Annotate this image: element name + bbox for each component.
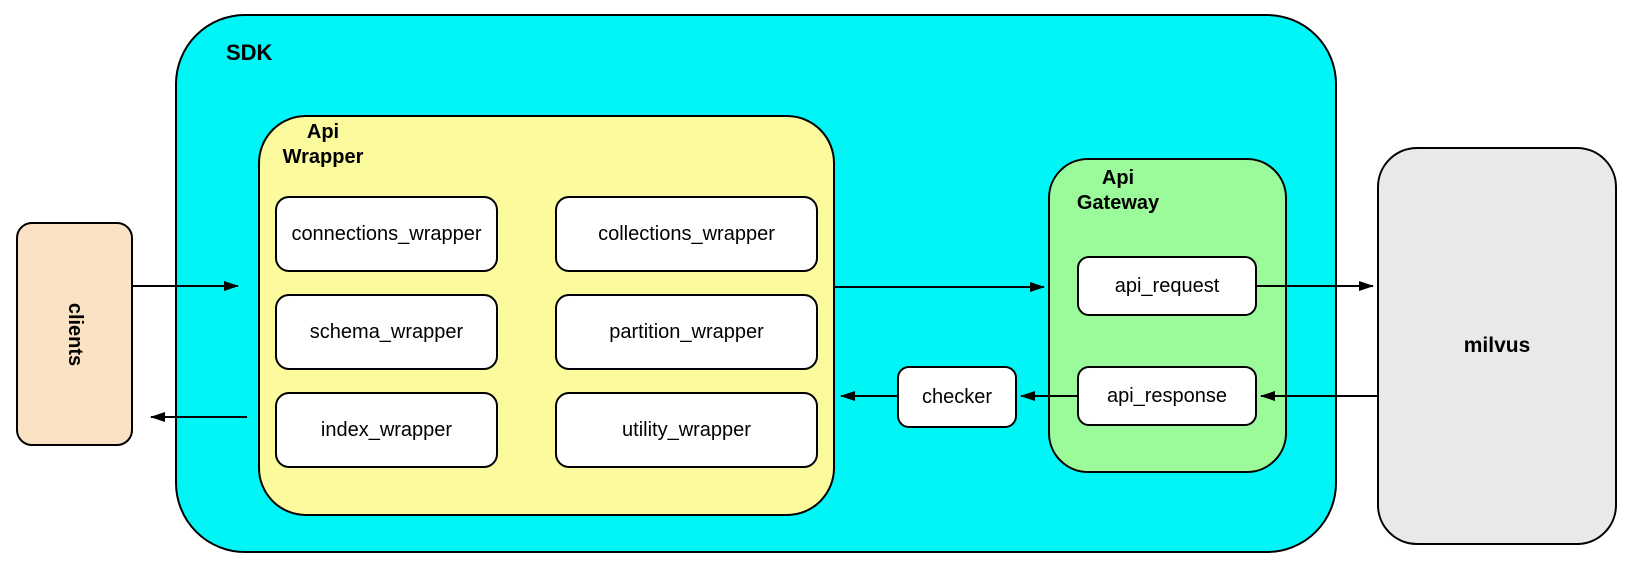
connections-wrapper-node: connections_wrapper bbox=[275, 196, 498, 272]
milvus-label: milvus bbox=[1463, 334, 1531, 357]
utility-wrapper-node: utility_wrapper bbox=[555, 392, 818, 468]
collections-wrapper-node: collections_wrapper bbox=[555, 196, 818, 272]
index-wrapper-node: index_wrapper bbox=[275, 392, 498, 468]
sdk-label: SDK bbox=[226, 40, 273, 65]
api-request-node: api_request bbox=[1077, 256, 1257, 316]
schema-wrapper-node: schema_wrapper bbox=[275, 294, 498, 370]
checker-node: checker bbox=[897, 366, 1017, 428]
clients-label: clients bbox=[63, 302, 86, 366]
milvus-node: milvus bbox=[1377, 147, 1617, 545]
api-response-node: api_response bbox=[1077, 366, 1257, 426]
partition-wrapper-node: partition_wrapper bbox=[555, 294, 818, 370]
clients-node: clients bbox=[16, 222, 133, 446]
